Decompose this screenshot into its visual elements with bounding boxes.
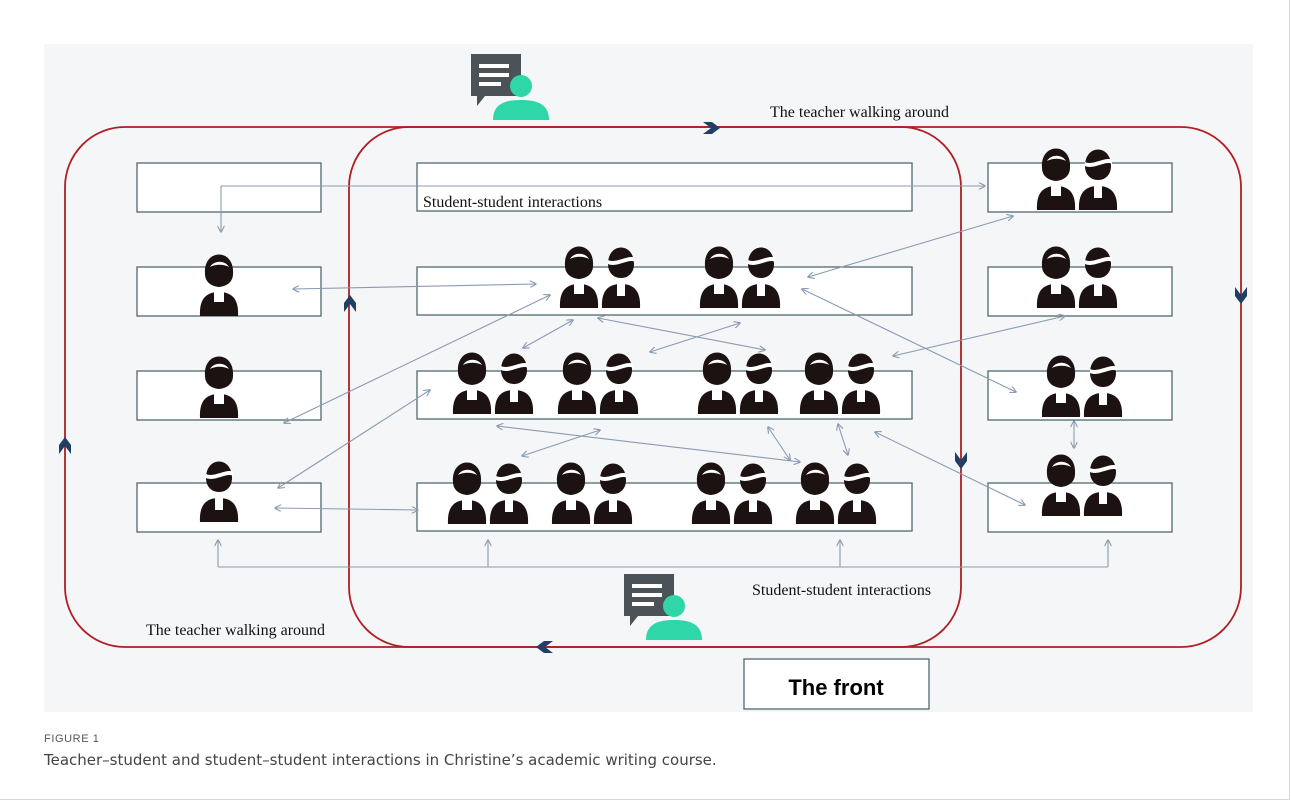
desk-right-2 [987,266,1173,317]
chevron-icon [703,122,720,134]
chevron-icon [59,437,71,454]
interaction-arrows [218,186,1108,568]
ss-label-top: Student-student interactions [423,194,602,211]
chevron-icon [536,641,553,653]
desk-right-4 [987,482,1173,533]
figure-label: FIGURE 1 [44,733,100,745]
front-label: The front [788,675,884,700]
students-right [1037,149,1122,517]
desk-center-1 [416,162,913,212]
front-box [743,658,930,710]
figure-caption: Teacher–student and student–student inte… [44,751,717,769]
teacher-icon-bottom [624,574,702,640]
teacher-icon-top [471,54,549,120]
walk-label-bottom: The teacher walking around [146,622,325,639]
desk-left-1 [136,162,322,213]
chevron-icon [344,295,356,312]
desk-center-2 [416,266,913,316]
chevron-icon [1235,287,1247,304]
walk-label-top: The teacher walking around [770,104,949,121]
ss-label-bottom: Student-student interactions [752,582,931,599]
